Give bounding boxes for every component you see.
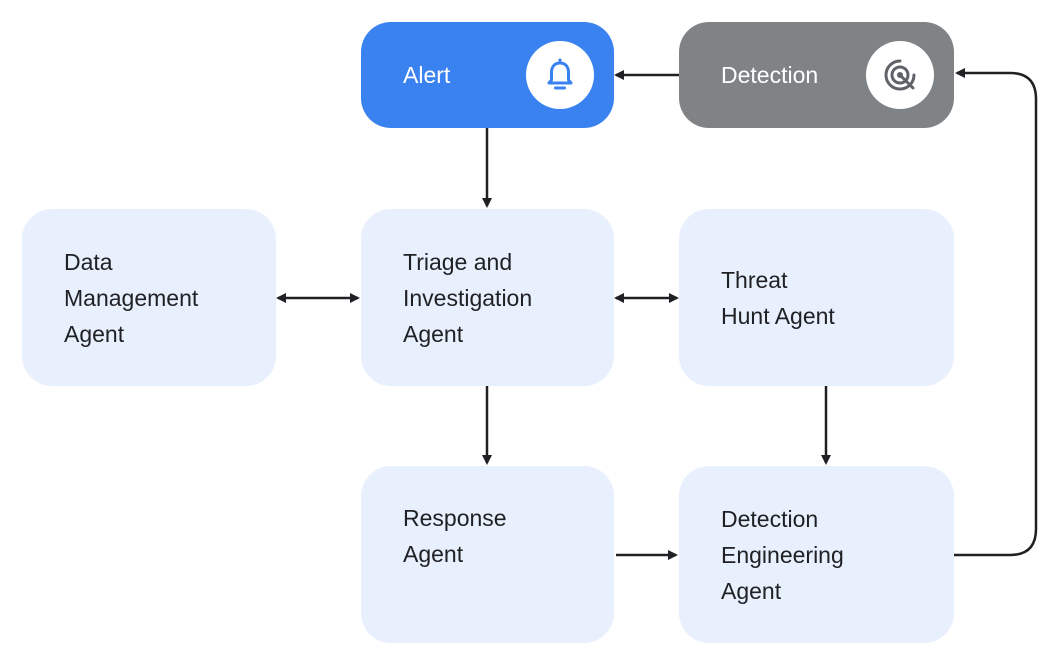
target-icon — [866, 41, 934, 109]
data-management-agent-node: Data Management Agent — [22, 209, 276, 386]
response-agent-label: Response Agent — [403, 504, 507, 567]
response-agent-node: Response Agent — [361, 466, 614, 643]
detection-label: Detection — [721, 61, 819, 88]
threat-hunt-agent-node: Threat Hunt Agent — [679, 209, 954, 386]
bell-icon — [526, 41, 594, 109]
triage-investigation-agent-label: Triage and Investigation Agent — [403, 248, 533, 347]
data-management-agent-label: Data Management Agent — [64, 248, 199, 347]
threat-hunt-agent-label: Threat Hunt Agent — [721, 266, 835, 329]
arrow-detection-engineering-to-detection — [954, 68, 1038, 557]
alert-node: Alert — [361, 22, 614, 128]
detection-node: Detection — [679, 22, 954, 128]
triage-investigation-agent-node: Triage and Investigation Agent — [361, 209, 614, 386]
detection-engineering-agent-node: Detection Engineering Agent — [679, 466, 954, 643]
alert-label: Alert — [403, 61, 451, 88]
detection-engineering-agent-label: Detection Engineering Agent — [721, 505, 844, 604]
